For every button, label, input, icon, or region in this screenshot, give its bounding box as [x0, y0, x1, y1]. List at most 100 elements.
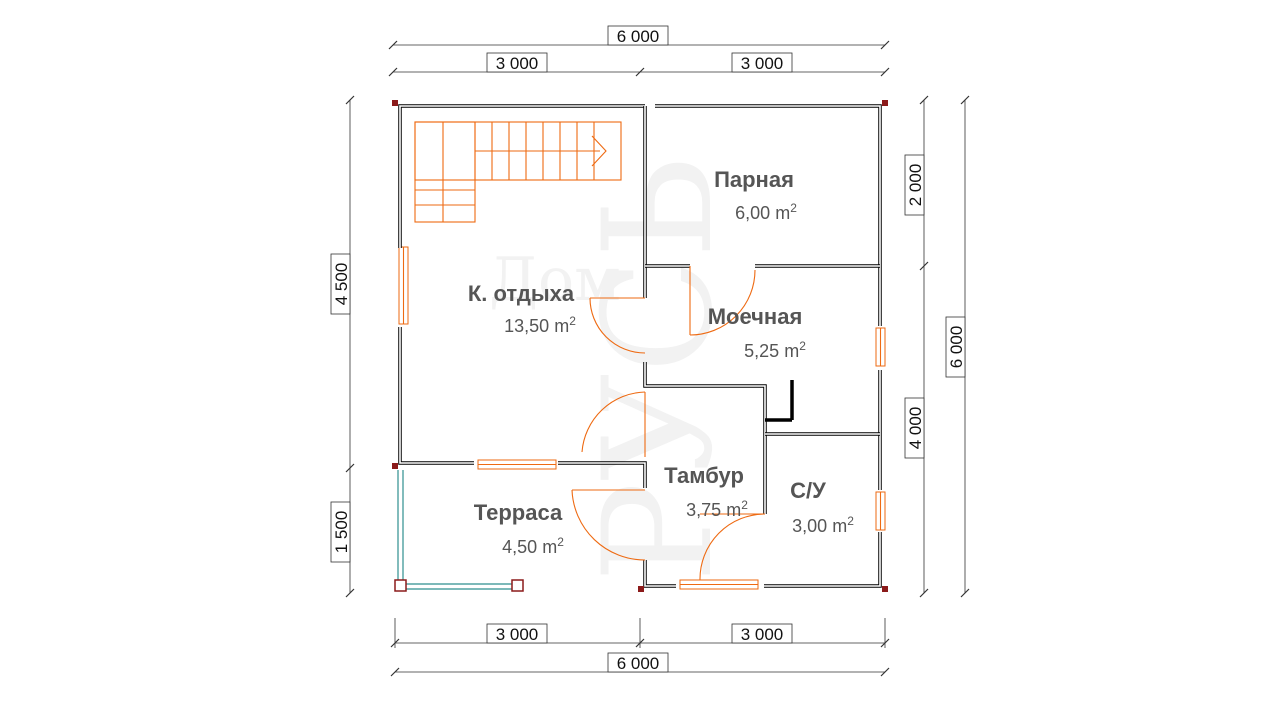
- room-area-wash-exp: 2: [799, 339, 806, 353]
- corner-markers: [392, 100, 888, 592]
- dim-tick: [919, 588, 929, 598]
- room-name-vestibule: Тамбур: [664, 463, 744, 488]
- room-area-wash: 5,25 m2: [744, 339, 806, 361]
- room-area-vestibule-exp: 2: [741, 498, 748, 512]
- room-name-steam: Парная: [714, 167, 794, 192]
- room-area-wc-exp: 2: [847, 514, 854, 528]
- dim-bottom-total: 6 000: [617, 654, 660, 673]
- dim-tick: [345, 463, 355, 473]
- dim-right-upper: 2 000: [906, 164, 925, 207]
- door-arc: [589, 297, 646, 354]
- doors: [571, 266, 766, 581]
- room-area-steam-exp: 2: [790, 201, 797, 215]
- room-area-terrace-value: 4,50: [502, 537, 537, 557]
- room-area-steam-unit: m: [775, 203, 790, 223]
- room-area-rest-value: 13,50: [504, 316, 549, 336]
- dim-tick: [880, 40, 890, 50]
- dim-tick: [388, 67, 398, 77]
- room-name-wash: Моечная: [708, 304, 803, 329]
- room-area-wc-unit: m: [832, 516, 847, 536]
- dim-left-lower: 1 500: [332, 511, 351, 554]
- dim-top-left: 3 000: [496, 54, 539, 73]
- terrace-post-right: [511, 579, 524, 592]
- dim-top-right-box: [731, 52, 793, 73]
- watermark: Дом РУСЬ: [489, 157, 746, 582]
- wall-rest-room-bottom-core: [558, 462, 646, 488]
- dim-right-lower: 4 000: [906, 407, 925, 450]
- dim-tick: [960, 588, 970, 598]
- room-area-steam-value: 6,00: [735, 203, 770, 223]
- corner-marker: [392, 100, 398, 106]
- dim-tick: [880, 67, 890, 77]
- dim-tick: [635, 638, 645, 648]
- dim-tick: [345, 95, 355, 105]
- room-area-rest: 13,50 m2: [504, 314, 576, 336]
- dim-right-total-box: [945, 316, 966, 378]
- dim-top-left-box: [486, 52, 548, 73]
- room-area-vestibule-value: 3,75: [686, 500, 721, 520]
- dim-tick: [635, 67, 645, 77]
- dim-left-lower-box: [330, 501, 351, 563]
- wall-wc-top: [765, 418, 880, 436]
- dim-top-total-box: [607, 25, 669, 46]
- dimension-lines: 6 000 3 000 3 000 3 000 3 000 6 000: [330, 25, 970, 677]
- room-area-rest-unit: m: [554, 316, 569, 336]
- dim-left-upper: 4 500: [332, 263, 351, 306]
- dim-tick: [880, 638, 890, 648]
- room-area-vestibule: 3,75 m2: [686, 498, 748, 520]
- room-area-wash-unit: m: [784, 341, 799, 361]
- windows: [398, 246, 886, 590]
- dim-bottom-left: 3 000: [496, 625, 539, 644]
- door-arc: [699, 513, 766, 581]
- wall-outer-right-lower-core: [764, 532, 881, 587]
- room-area-steam: 6,00 m2: [735, 201, 797, 223]
- door-arc: [689, 269, 756, 336]
- wall-outer-left-lower-core: [399, 327, 474, 464]
- room-area-wc-value: 3,00: [792, 516, 827, 536]
- stair-landing: [414, 121, 476, 223]
- dim-top-total: 6 000: [617, 27, 660, 46]
- room-area-terrace-exp: 2: [557, 535, 564, 549]
- dim-bottom-right: 3 000: [741, 625, 784, 644]
- terrace-railing: [394, 470, 524, 592]
- room-area-terrace: 4,50 m2: [502, 535, 564, 557]
- dim-tick: [919, 95, 929, 105]
- dim-top-right: 3 000: [741, 54, 784, 73]
- dim-tick: [880, 667, 890, 677]
- dim-right-upper-box: [904, 154, 925, 216]
- dim-tick: [388, 40, 398, 50]
- room-area-rest-exp: 2: [569, 314, 576, 328]
- room-name-terrace: Терраса: [474, 500, 563, 525]
- dim-bottom-left-box: [486, 623, 548, 644]
- dim-tick: [390, 667, 400, 677]
- dim-left-upper-box: [330, 253, 351, 315]
- room-name-rest: К. отдыха: [468, 281, 575, 306]
- dim-tick: [345, 588, 355, 598]
- dim-right-lower-box: [904, 397, 925, 459]
- walls: [398, 104, 882, 588]
- wall-outer-left-lower: [398, 327, 474, 465]
- room-area-wash-value: 5,25: [744, 341, 779, 361]
- corner-marker: [392, 463, 398, 469]
- room-labels: Парная 6,00 m2 К. отдыха 13,50 m2 Моечна…: [468, 167, 854, 557]
- staircase: [414, 121, 622, 223]
- corner-marker: [638, 586, 644, 592]
- watermark-line1: Дом: [489, 245, 621, 315]
- dim-tick: [960, 95, 970, 105]
- door-arc: [571, 489, 646, 561]
- terrace-post-left: [394, 579, 407, 592]
- room-area-terrace-unit: m: [542, 537, 557, 557]
- wall-outer-right-lower: [764, 532, 882, 588]
- wall-vestibule-bottom-core: [644, 560, 676, 587]
- wall-outer-top-core: [399, 105, 881, 326]
- watermark-line2: РУСЬ: [572, 157, 746, 582]
- room-name-wc: С/У: [790, 478, 826, 503]
- dim-tick: [390, 638, 400, 648]
- room-area-vestibule-unit: m: [726, 500, 741, 520]
- wall-vestibule-upper-core: [644, 362, 766, 514]
- dim-bottom-total-box: [607, 652, 669, 673]
- dim-right-total: 6 000: [947, 326, 966, 369]
- dim-bottom-right-box: [731, 623, 793, 644]
